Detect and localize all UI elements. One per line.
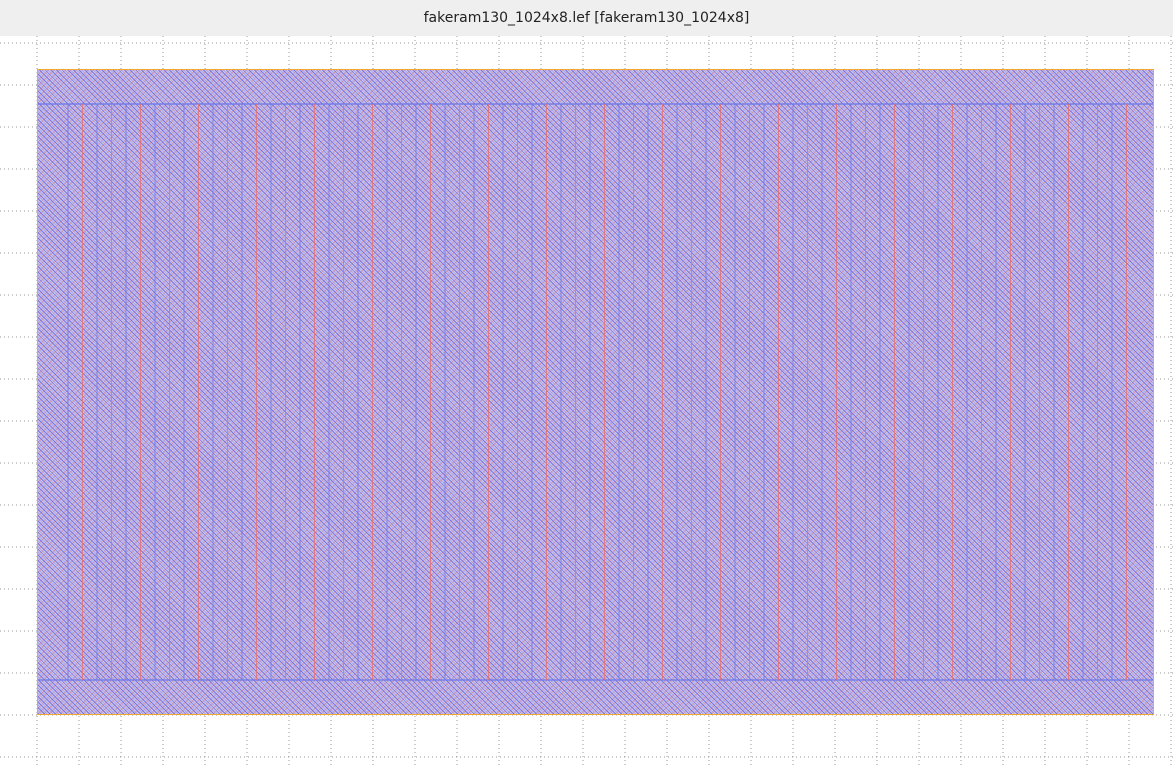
- window-title-bar: fakeram130_1024x8.lef [fakeram130_1024x8…: [0, 0, 1173, 36]
- layout-canvas[interactable]: [0, 36, 1173, 765]
- metal-stripes: [38, 103, 1153, 681]
- macro-cell-boundary[interactable]: [37, 69, 1154, 715]
- window-title: fakeram130_1024x8.lef [fakeram130_1024x8…: [423, 10, 750, 26]
